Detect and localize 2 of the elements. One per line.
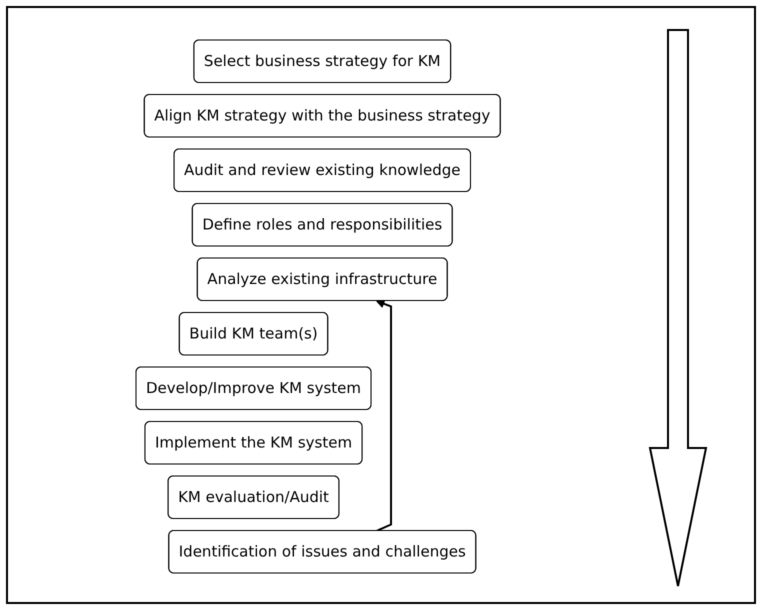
- diagram-frame: Select business strategy for KM Align KM strategy with the business strategy Audit and review existing knowledge Define roles and responsibilities Analyze existing infrastructure Build KM team(s) Develop/Improve KM system Implement the KM system KM evaluation/Audit Identification of issues and challenges: [6, 6, 756, 604]
- arrow: [376, 299, 392, 532]
